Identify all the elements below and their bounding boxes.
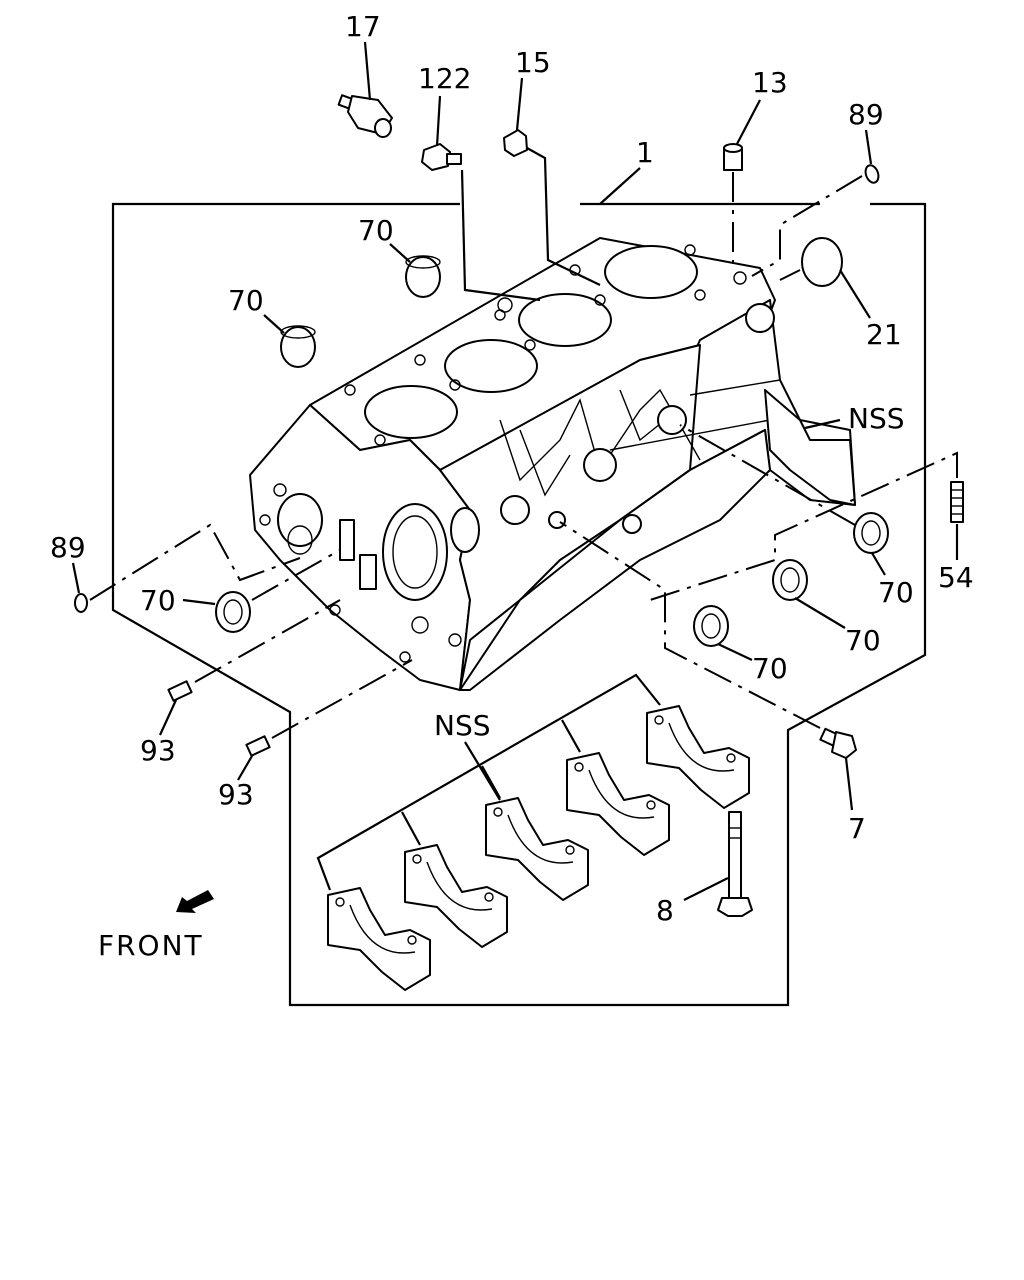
path-15 (526, 147, 601, 286)
leader-70-r3 (717, 643, 753, 661)
path-93-a (194, 599, 341, 683)
callout-70-r3: 70 (752, 652, 788, 685)
part-7-bolt (819, 727, 857, 759)
leader-89-top (864, 129, 873, 165)
callout-15: 15 (515, 46, 551, 79)
path-21 (779, 269, 801, 281)
front-label: FRONT (98, 929, 204, 962)
leader-70-r2 (794, 597, 846, 629)
callout-8: 8 (656, 894, 674, 927)
leader-93-b (237, 755, 253, 781)
callout-70-left: 70 (140, 584, 176, 617)
part-13-dowel (723, 143, 743, 171)
callout-122: 122 (418, 62, 471, 95)
callout-70-r2: 70 (845, 624, 881, 657)
bracket-nss-caps (316, 673, 661, 891)
callout-1: 1 (636, 136, 654, 169)
part-70-cap-b (280, 325, 316, 368)
leader-cap4 (561, 719, 581, 753)
frame-top-left (111, 202, 927, 1007)
leader-15 (515, 77, 524, 131)
callout-89-top: 89 (848, 98, 884, 131)
part-70-cap-a (405, 255, 441, 298)
leader-70-a (389, 243, 411, 263)
part-89-top (864, 164, 880, 184)
callout-nss-top: NSS (848, 402, 905, 435)
path-70-left (251, 549, 341, 601)
path-93-b (271, 659, 413, 739)
part-70-seal-r3 (693, 605, 729, 647)
path-89-top (751, 175, 863, 277)
callout-7: 7 (848, 812, 866, 845)
part-17-sensor (337, 94, 393, 138)
callout-54: 54 (938, 561, 974, 594)
leader-89-left (71, 562, 81, 594)
part-21-plug (801, 237, 843, 287)
path-122 (460, 169, 541, 302)
callout-70-a: 70 (358, 214, 394, 247)
leader-8 (683, 877, 729, 901)
part-54-stud (950, 481, 964, 523)
callout-13: 13 (752, 66, 788, 99)
leader-17 (363, 41, 372, 101)
part-8-main-bolt (717, 811, 753, 917)
callout-21: 21 (866, 318, 902, 351)
part-70-seal-r2 (772, 559, 808, 601)
part-93-dowel-a (167, 680, 193, 702)
callout-70-r1: 70 (878, 576, 914, 609)
part-93-dowel-b (245, 735, 271, 757)
leader-70-r1 (871, 552, 886, 576)
path-7 (559, 521, 821, 729)
part-70-seal-r1 (853, 512, 889, 554)
leader-cap2 (401, 811, 421, 846)
leader-part-1 (599, 167, 641, 205)
leader-122 (435, 95, 442, 147)
main-bearing-caps (327, 705, 750, 991)
part-15-plug (503, 129, 528, 157)
leader-70-b (263, 314, 285, 334)
part-122-fitting (421, 143, 462, 171)
part-89-left (74, 593, 88, 613)
callout-89-left: 89 (50, 531, 86, 564)
cylinder-block (249, 237, 856, 691)
path-70-r1 (679, 424, 856, 526)
leader-70-left (182, 598, 216, 606)
leader-7 (844, 757, 854, 811)
part-70-seal-left (215, 591, 251, 633)
leader-93-a (158, 699, 178, 736)
leader-nss-top (804, 418, 841, 430)
callout-93-a: 93 (140, 734, 176, 767)
leader-21 (839, 269, 871, 319)
front-arrow-icon (176, 890, 214, 913)
path-89-left (89, 523, 301, 601)
callout-nss-bottom: NSS (434, 709, 491, 742)
leader-13 (736, 99, 761, 145)
callout-17: 17 (345, 10, 381, 43)
leader-cap3 (481, 765, 501, 799)
callout-70-b: 70 (228, 284, 264, 317)
callout-93-b: 93 (218, 778, 254, 811)
leader-nss-bottom (464, 741, 501, 801)
path-54 (649, 451, 958, 601)
